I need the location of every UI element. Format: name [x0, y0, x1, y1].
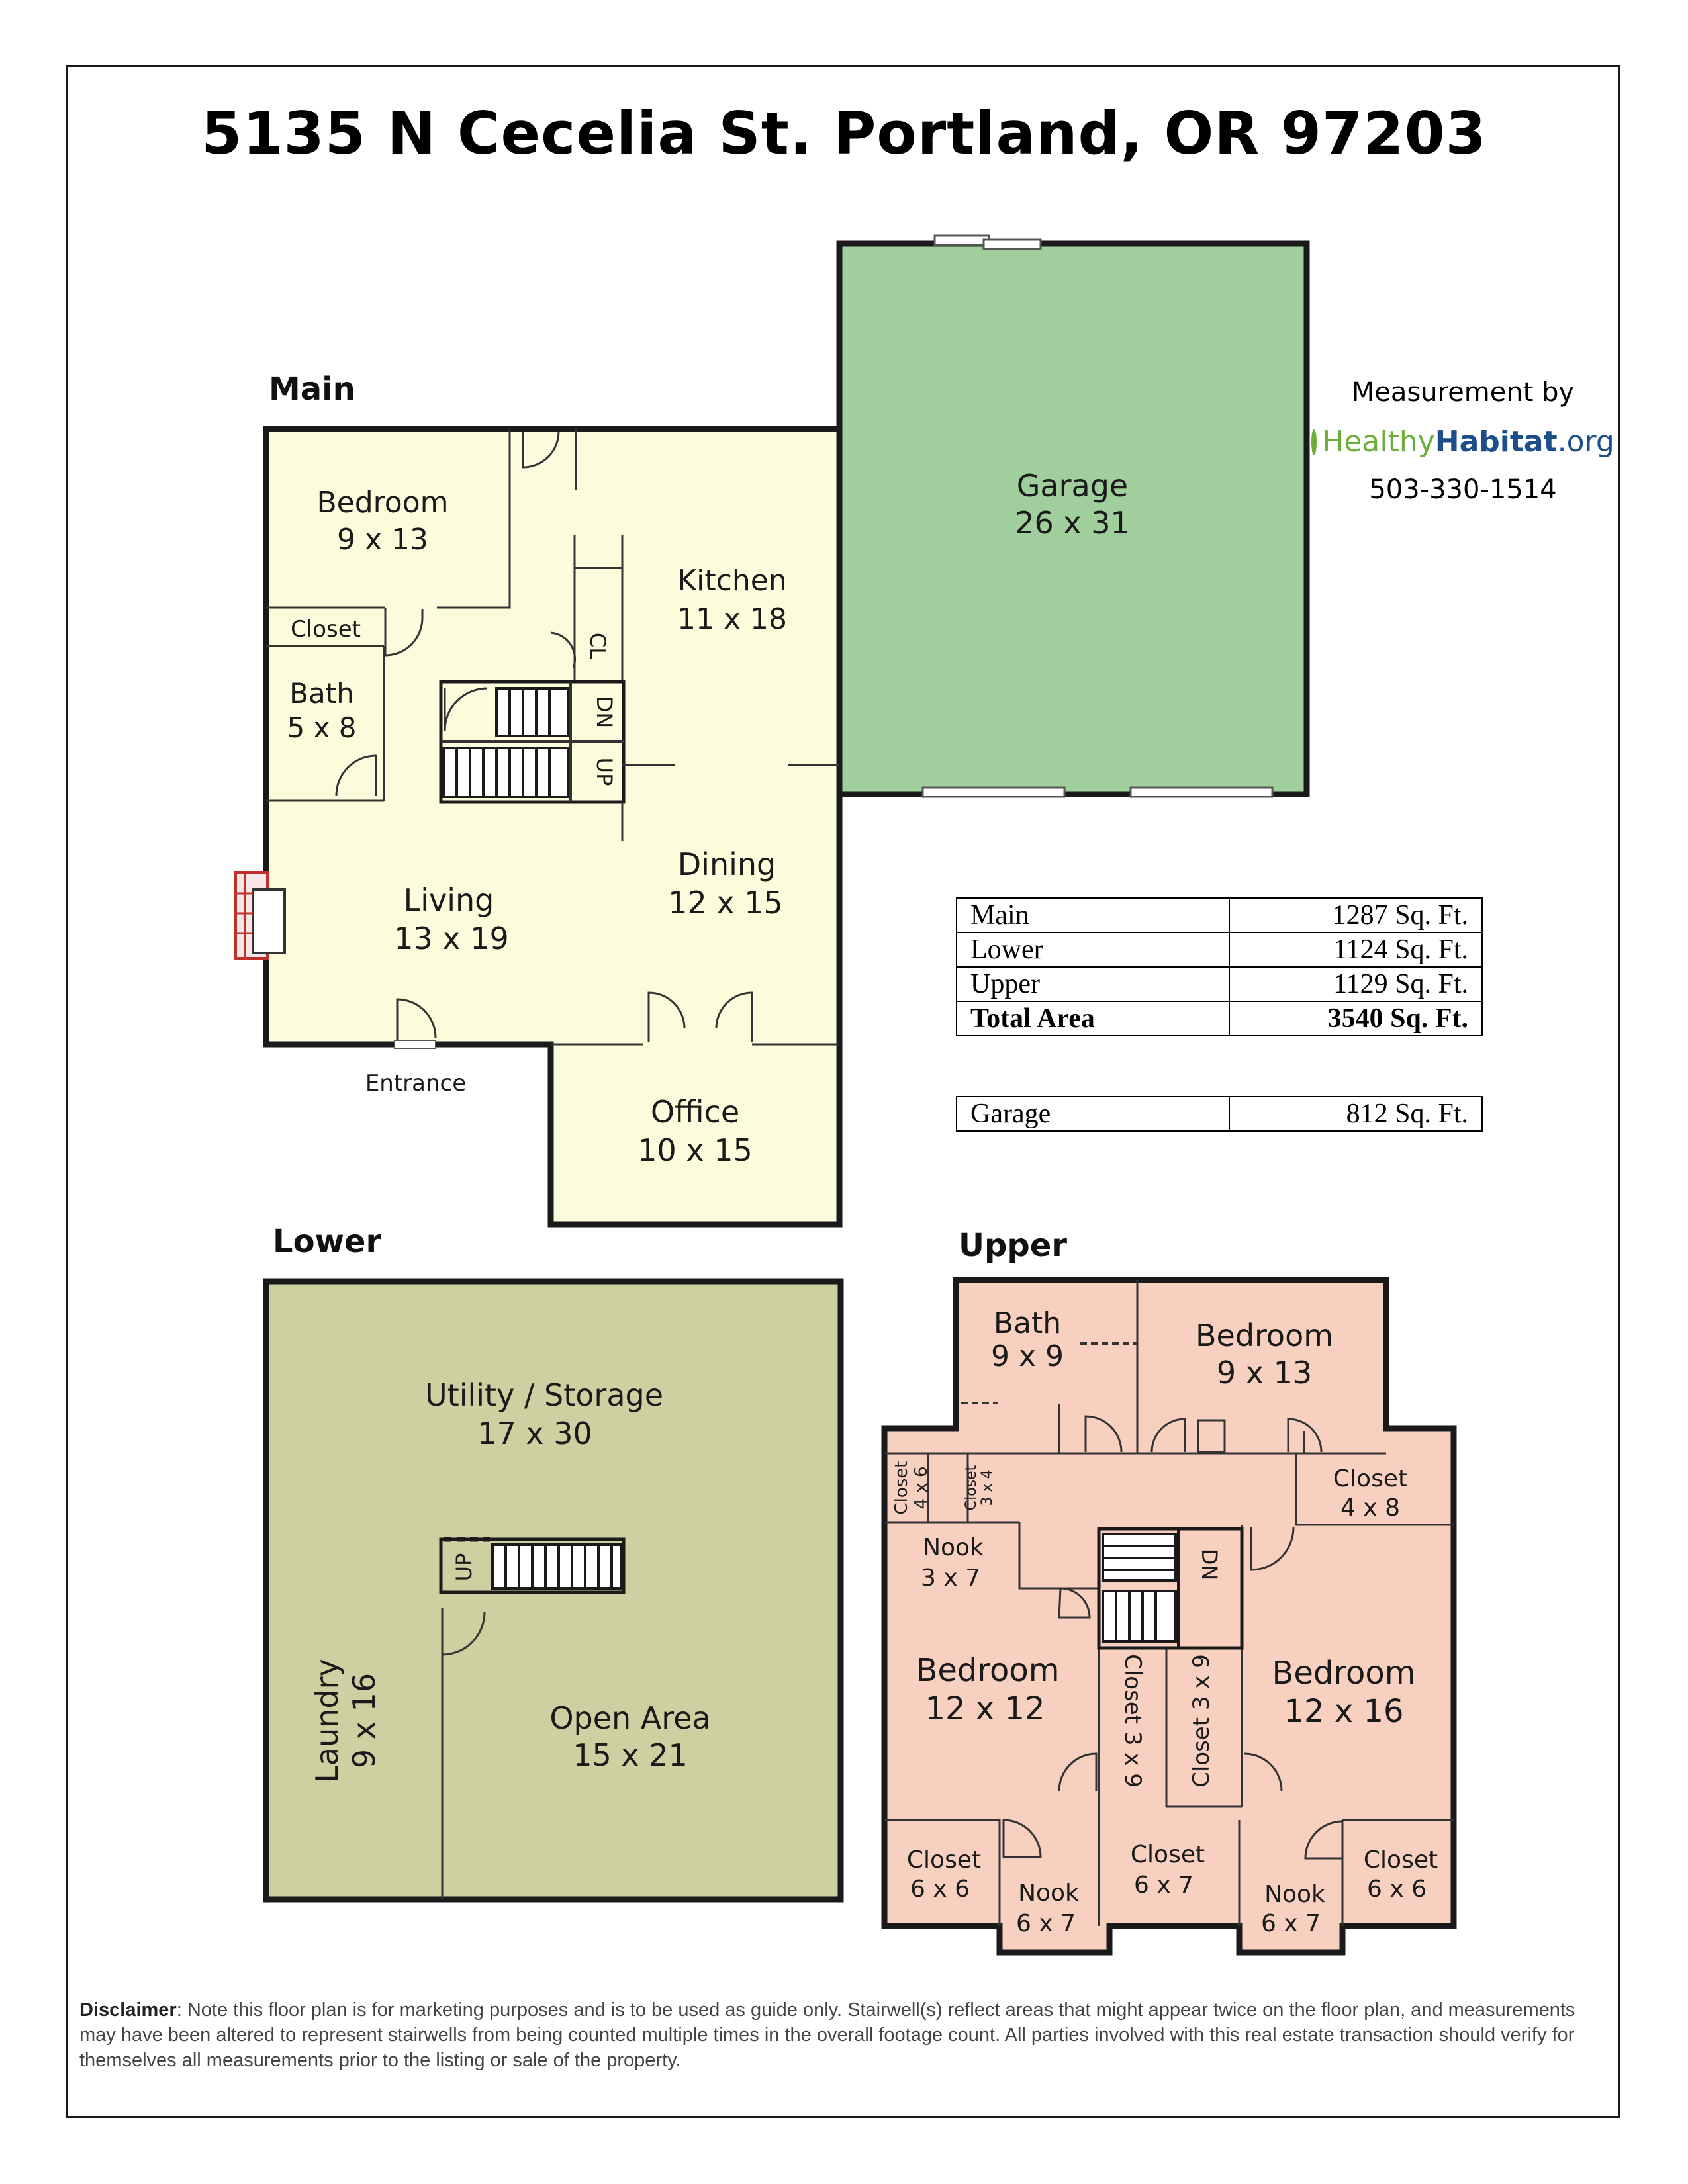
laundry-label: Laundry	[309, 1659, 345, 1782]
table-row: Upper 1129 Sq. Ft.	[956, 966, 1483, 1002]
logo-text-healthy: Healthy	[1322, 425, 1435, 459]
office-label: Office	[651, 1094, 739, 1130]
up-closet-6x7-label: Closet	[1131, 1841, 1205, 1868]
up-dn-label: DN	[1197, 1549, 1222, 1581]
area-table: Main 1287 Sq. Ft. Lower 1124 Sq. Ft. Upp…	[956, 897, 1483, 1036]
garage-area-table: Garage 812 Sq. Ft.	[956, 1096, 1483, 1132]
main-dn-label: DN	[592, 696, 617, 729]
up-closet-4x8-dims: 4 x 8	[1340, 1494, 1400, 1522]
kitchen-dims: 11 x 18	[677, 602, 787, 636]
up-closet-4x8-label: Closet	[1333, 1465, 1407, 1492]
up-closet-6x6-left-label: Closet	[907, 1846, 981, 1874]
area-value: 1129 Sq. Ft.	[1229, 966, 1483, 1002]
globe-icon	[1311, 428, 1317, 455]
floor-label-upper: Upper	[959, 1227, 1067, 1264]
entrance-label: Entrance	[365, 1070, 466, 1097]
garage: Garage 26 x 31	[836, 234, 1310, 798]
up-bedroom-left-label: Bedroom	[915, 1652, 1059, 1689]
laundry-dims: 9 x 16	[346, 1673, 382, 1768]
garage-door	[921, 786, 1066, 798]
main-bedroom-label: Bedroom	[316, 486, 448, 520]
up-nook-3x7-label: Nook	[923, 1534, 984, 1561]
up-bath-label: Bath	[994, 1306, 1061, 1340]
fireplace	[234, 871, 286, 960]
garage-area-value: 812 Sq. Ft.	[1229, 1096, 1483, 1132]
garage-dims: 26 x 31	[1015, 505, 1130, 541]
area-name: Upper	[956, 966, 1230, 1002]
up-bath-dims: 9 x 9	[991, 1340, 1064, 1373]
disclaimer: Disclaimer: Note this floor plan is for …	[79, 1997, 1595, 2073]
dining-label: Dining	[678, 846, 776, 882]
garage-window	[933, 234, 990, 246]
area-name: Lower	[956, 932, 1230, 968]
open-area-label: Open Area	[549, 1700, 710, 1736]
living-dims: 13 x 19	[394, 921, 509, 956]
up-closet-3x4-dims: 3 x 4	[979, 1470, 996, 1506]
living-label: Living	[404, 882, 494, 918]
up-closet-3x9-a-label: Closet 3 x 9	[1119, 1654, 1146, 1788]
up-bedroom-right-dims: 12 x 16	[1284, 1693, 1403, 1730]
garage-window	[982, 238, 1042, 250]
office-dims: 10 x 15	[637, 1132, 753, 1168]
up-closet-3x4-label: Closet	[963, 1465, 980, 1510]
main-closet-label: Closet	[291, 616, 361, 643]
garage-door	[1129, 786, 1274, 798]
door-swing	[522, 431, 560, 469]
up-closet-6x6-left-dims: 6 x 6	[910, 1876, 970, 1903]
up-bedroom-top-dims: 9 x 13	[1217, 1355, 1312, 1390]
up-closet-6x6-right-label: Closet	[1364, 1846, 1438, 1874]
up-closet-6x7-dims: 6 x 7	[1134, 1872, 1194, 1899]
page-frame	[66, 65, 1620, 2118]
main-bedroom-dims: 9 x 13	[337, 523, 428, 557]
garage-label: Garage	[1017, 468, 1128, 504]
total-area-name: Total Area	[956, 1001, 1230, 1036]
table-row: Garage 812 Sq. Ft.	[956, 1096, 1483, 1132]
logo-text-habitat: Habitat	[1434, 425, 1558, 459]
area-value: 1124 Sq. Ft.	[1229, 932, 1483, 968]
disclaimer-label: Disclaimer	[79, 1999, 177, 2021]
measurement-block: Measurement by HealthyHabitat.org 503-33…	[1311, 377, 1615, 505]
area-name: Main	[956, 897, 1230, 933]
logo-text-org: .org	[1557, 425, 1615, 459]
table-row: Lower 1124 Sq. Ft.	[956, 932, 1483, 968]
main-bath-label: Bath	[289, 677, 354, 709]
measurement-by-text: Measurement by	[1351, 377, 1575, 408]
main-up-label: UP	[592, 758, 617, 786]
phone-number: 503-330-1514	[1369, 475, 1557, 505]
up-closet-4x6-dims: 4 x 6	[912, 1467, 931, 1510]
dining-dims: 12 x 15	[668, 885, 783, 921]
floor-label-main: Main	[269, 371, 355, 408]
open-area-dims: 15 x 21	[573, 1737, 688, 1773]
disclaimer-text: : Note this floor plan is for marketing …	[79, 1999, 1575, 2071]
main-bath-dims: 5 x 8	[287, 711, 357, 744]
floor-label-lower: Lower	[273, 1223, 381, 1260]
up-nook-3x7-dims: 3 x 7	[921, 1565, 980, 1592]
up-nook-6x7-right-dims: 6 x 7	[1261, 1910, 1321, 1937]
up-bedroom-left-dims: 12 x 12	[925, 1690, 1045, 1727]
area-value: 1287 Sq. Ft.	[1229, 897, 1483, 933]
lower-floor: UP Utility / Storage 17 x 30 Laundry 9 x…	[263, 1278, 844, 1903]
up-closet-3x9-b-label: Closet 3 x 9	[1188, 1654, 1215, 1788]
up-bedroom-top-label: Bedroom	[1196, 1318, 1333, 1353]
total-area-value: 3540 Sq. Ft.	[1229, 1001, 1483, 1036]
upper-floor: Bath 9 x 9 Bedroom 9 x 13 Closet 4 x 6 C…	[881, 1277, 1457, 1956]
up-closet-6x6-right-dims: 6 x 6	[1367, 1876, 1427, 1903]
main-floor: Bedroom 9 x 13 Kitchen 11 x 18 Closet CL…	[234, 426, 843, 1228]
kitchen-label: Kitchen	[677, 564, 786, 598]
page-title: 5135 N Cecelia St. Portland, OR 97203	[201, 99, 1487, 167]
main-cl-label: CL	[585, 633, 610, 659]
lower-up-label: UP	[451, 1553, 477, 1582]
up-nook-6x7-left-label: Nook	[1018, 1880, 1079, 1907]
utility-dims: 17 x 30	[477, 1416, 592, 1451]
healthy-habitat-logo[interactable]: HealthyHabitat.org	[1311, 425, 1615, 459]
up-bedroom-right-label: Bedroom	[1272, 1655, 1415, 1692]
table-row: Main 1287 Sq. Ft.	[956, 897, 1483, 933]
up-nook-6x7-right-label: Nook	[1264, 1881, 1325, 1908]
table-row-total: Total Area 3540 Sq. Ft.	[956, 1001, 1483, 1036]
up-nook-6x7-left-dims: 6 x 7	[1016, 1910, 1076, 1937]
up-closet-4x6-label: Closet	[892, 1461, 912, 1514]
garage-area-name: Garage	[956, 1096, 1230, 1132]
utility-label: Utility / Storage	[425, 1377, 663, 1413]
